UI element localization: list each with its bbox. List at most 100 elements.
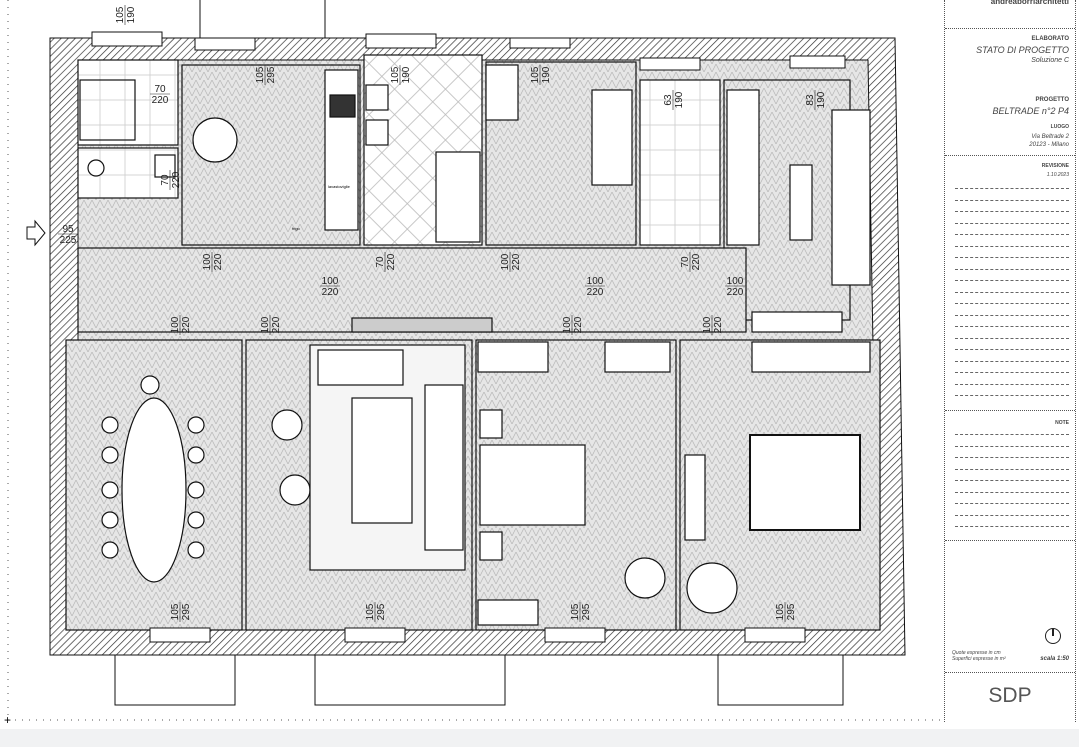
dimension-width: 83 <box>805 94 816 106</box>
bottom-bar <box>0 729 1079 747</box>
dimension-width: 100 <box>170 316 181 333</box>
elaborato-value: STATO DI PROGETTO <box>976 45 1069 55</box>
dimension-width: 100 <box>562 316 573 333</box>
storage-bench <box>751 311 843 333</box>
dimension-width: 63 <box>663 94 674 106</box>
dimension-width: 70 <box>160 174 171 186</box>
bathtub <box>435 151 481 243</box>
single-bed <box>591 89 633 186</box>
dimension-height: 220 <box>713 316 724 333</box>
dimension-height: 295 <box>181 603 192 620</box>
dimension-height: 220 <box>573 316 584 333</box>
revisione-label: REVISIONE <box>1041 163 1069 169</box>
dimension-width: 70 <box>375 256 386 268</box>
dimension-height: 220 <box>386 253 397 270</box>
north-arrow-icon <box>1045 628 1061 644</box>
revisione-value: 1.10.2023 <box>1046 172 1069 178</box>
dimension-width: 105 <box>775 603 786 620</box>
dimension-height: 190 <box>541 66 552 83</box>
luogo-city: 20123 - Milano <box>1029 142 1069 148</box>
arrow-right-icon <box>26 219 46 247</box>
sofa-bed <box>831 109 871 286</box>
dimension-width: 105 <box>365 603 376 620</box>
dimension-width: 95 <box>62 224 74 235</box>
dimension-width: 100 <box>587 276 604 287</box>
sofa-2 <box>317 349 404 386</box>
dimension-width: 105 <box>530 66 541 83</box>
dimension-width: 100 <box>260 316 271 333</box>
balconies <box>114 0 844 706</box>
dimension-width: 105 <box>390 66 401 83</box>
dimension-width: 105 <box>570 603 581 620</box>
wardrobe-3 <box>751 341 871 373</box>
kitchen-label: lavastoviglie <box>328 184 351 189</box>
bathroom-1 <box>77 59 179 146</box>
revision-lines <box>955 188 1069 407</box>
dimension-width: 100 <box>702 316 713 333</box>
dimension-height: 220 <box>171 171 182 188</box>
dimension-height: 295 <box>581 603 592 620</box>
dimension-height: 190 <box>674 91 685 108</box>
floor-plan: + <box>4 0 940 727</box>
kitchen-label: frigo <box>292 226 301 231</box>
dimension-height: 295 <box>376 603 387 620</box>
luogo-label: LUOGO <box>1050 124 1069 130</box>
dimension-width: 100 <box>202 253 213 270</box>
scale: scala 1:50 <box>1040 656 1069 662</box>
sink-2 <box>365 84 389 111</box>
dimension-width: 100 <box>322 276 339 287</box>
master-bed <box>749 434 861 531</box>
bench <box>684 454 706 541</box>
dimension-width: 105 <box>255 66 266 83</box>
elaborato-solution: Soluzione C <box>1031 57 1069 64</box>
dimension-height: 220 <box>271 316 282 333</box>
dimension-height: 220 <box>322 287 339 298</box>
drawing-code: SDP <box>988 684 1032 707</box>
sheet-frame <box>7 0 940 721</box>
wardrobe-2 <box>477 341 549 373</box>
coffee-table <box>351 397 413 524</box>
dimension-height: 220 <box>727 287 744 298</box>
dimension-height: 225 <box>60 235 77 246</box>
dimension-height: 220 <box>213 253 224 270</box>
note-label: NOTE <box>1055 420 1069 426</box>
desk-2 <box>477 599 539 626</box>
corner-mark: + <box>4 713 11 727</box>
sofa <box>424 384 464 551</box>
stove <box>329 94 356 118</box>
dimension-width: 70 <box>154 84 166 95</box>
radiator <box>351 317 493 333</box>
elaborato-label: ELABORATO <box>1031 36 1069 42</box>
dimension-height: 220 <box>181 316 192 333</box>
furniture <box>79 64 871 626</box>
windows <box>91 31 846 643</box>
bathroom-3 <box>639 79 721 246</box>
toilet <box>87 159 105 177</box>
dimension-height: 220 <box>152 95 169 106</box>
dimension-height: 220 <box>587 287 604 298</box>
desk <box>485 64 519 121</box>
dining-chairs <box>101 375 205 559</box>
